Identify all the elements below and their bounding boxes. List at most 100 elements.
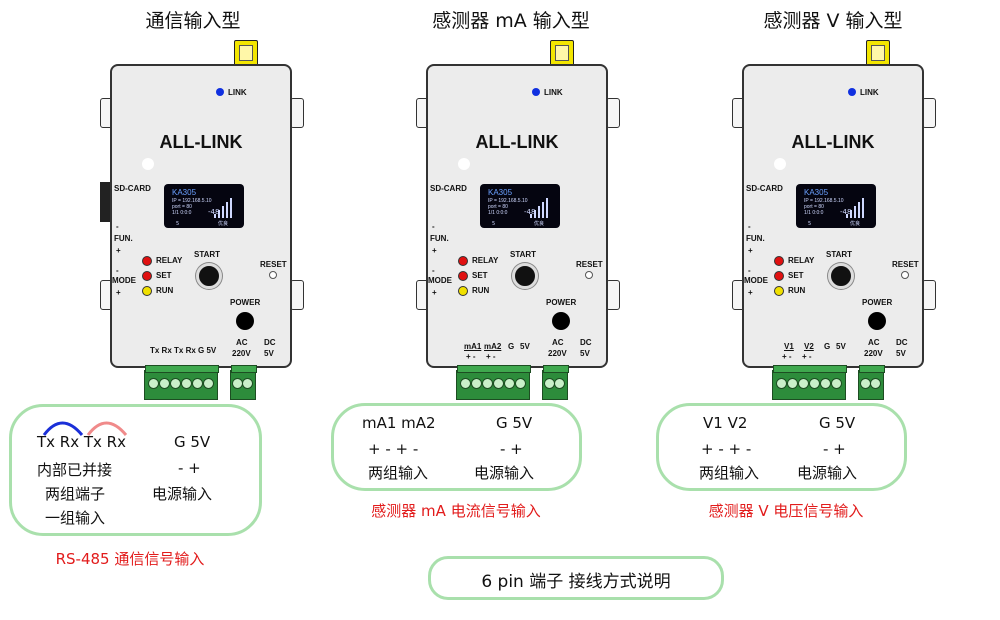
terminal-label-5v: 5V [520,342,530,351]
box3-line1-right: G 5V [819,414,856,432]
wiring-box-v: V1 V2 G 5V + - + - - + 两组输入 电源输入 [656,403,907,491]
reset-button[interactable] [585,271,593,279]
power-label: POWER [546,298,577,307]
set-led-icon [458,271,468,281]
terminal-label-v2: V2 [804,342,814,351]
link-led-icon [532,88,540,96]
panel-title-ma: 感测器 mA 输入型 [432,10,590,32]
indicator-dot [774,158,786,170]
link-led-icon [848,88,856,96]
mode-plus: + [748,288,753,297]
screen-model: KA305 [804,188,829,197]
box1-line4-left: 一组输入 [45,509,106,527]
run-led-icon [458,286,468,296]
reset-button[interactable] [269,271,277,279]
start-label: START [510,250,537,259]
power-button[interactable] [236,312,254,330]
dc-value: 5V [580,349,590,358]
dc-label: DC [580,338,592,347]
set-label: SET [156,271,172,280]
start-button[interactable] [828,263,854,289]
jumper-arcs-icon [42,421,128,436]
ac-value: 220V [548,349,567,358]
screen-quality: 优良 [218,221,229,227]
run-label: RUN [472,286,490,295]
dc-label: DC [264,338,276,347]
sd-card-label: SD-CARD [114,184,151,193]
relay-label: RELAY [156,256,183,265]
terminal-label-g: G [824,342,831,351]
run-led-icon [774,286,784,296]
relay-led-icon [774,256,784,266]
box1-line3-right: 电源输入 [152,485,213,503]
terminal-label-g: G [508,342,515,351]
mode-plus: + [432,288,437,297]
dc-value: 5V [896,349,906,358]
power-button[interactable] [868,312,886,330]
ac-label: AC [552,338,564,347]
power-label: POWER [862,298,893,307]
device-body: LINK ALL-LINK SD-CARD KA305 IP = 192.168… [110,64,292,368]
device-body: LINK ALL-LINK SD-CARD KA305 IP = 192.168… [742,64,924,368]
start-button[interactable] [512,263,538,289]
device-body: LINK ALL-LINK SD-CARD KA305 IP = 192.168… [426,64,608,368]
brand-label: ALL-LINK [475,132,559,152]
wiring-box-ma: mA1 mA2 G 5V + - + - - + 两组输入 电源输入 [331,403,582,491]
link-label: LINK [544,88,563,97]
reset-label: RESET [260,260,287,269]
link-led-icon [216,88,224,96]
screen-quality: 优良 [534,221,545,227]
signal-bars-icon [214,198,236,218]
mode-plus: + [116,288,121,297]
antenna-icon [866,40,890,66]
screen-quality: 优良 [850,221,861,227]
start-button[interactable] [196,263,222,289]
power-terminal [858,365,885,400]
mount-clip [290,280,304,310]
run-label: RUN [788,286,806,295]
reset-button[interactable] [901,271,909,279]
mount-clip [290,98,304,128]
dc-label: DC [896,338,908,347]
power-button[interactable] [552,312,570,330]
fun-minus: - [116,222,119,231]
signal-bars-icon [530,198,552,218]
mount-clip [922,280,936,310]
terminal-label: Tx Rx Tx Rx G 5V [150,346,217,355]
mode-minus: - [748,266,751,275]
caption-ma: 感测器 mA 电流信号输入 [371,502,541,520]
panel-title-comm: 通信输入型 [145,10,241,32]
terminal-pm-1: + - [782,352,792,361]
terminal-pm-2: + - [802,352,812,361]
six-pin-terminal [456,365,531,400]
box3-line3-left: 两组输入 [699,464,760,482]
run-label: RUN [156,286,174,295]
sd-card-label: SD-CARD [430,184,467,193]
fun-label: FUN. [114,234,133,243]
box3-line3-right: 电源输入 [797,464,858,482]
set-led-icon [774,271,784,281]
footer-box: 6 pin 端子 接线方式说明 [428,556,724,600]
terminal-pm-1: + - [466,352,476,361]
screen-page: 5 [176,221,180,227]
link-label: LINK [228,88,247,97]
box3-line2-left: + - + - [701,440,752,458]
relay-label: RELAY [472,256,499,265]
start-label: START [194,250,221,259]
screen-page: 5 [808,221,812,227]
ac-value: 220V [864,349,883,358]
dc-value: 5V [264,349,274,358]
box2-line1-left: mA1 mA2 [362,414,436,432]
sd-card-slot [100,182,110,222]
box2-line2-left: + - + - [368,440,419,458]
fun-plus: + [116,246,121,255]
fun-label: FUN. [430,234,449,243]
brand-label: ALL-LINK [159,132,243,152]
reset-label: RESET [892,260,919,269]
power-terminal [542,365,569,400]
footer-label: 6 pin 端子 接线方式说明 [481,572,671,592]
